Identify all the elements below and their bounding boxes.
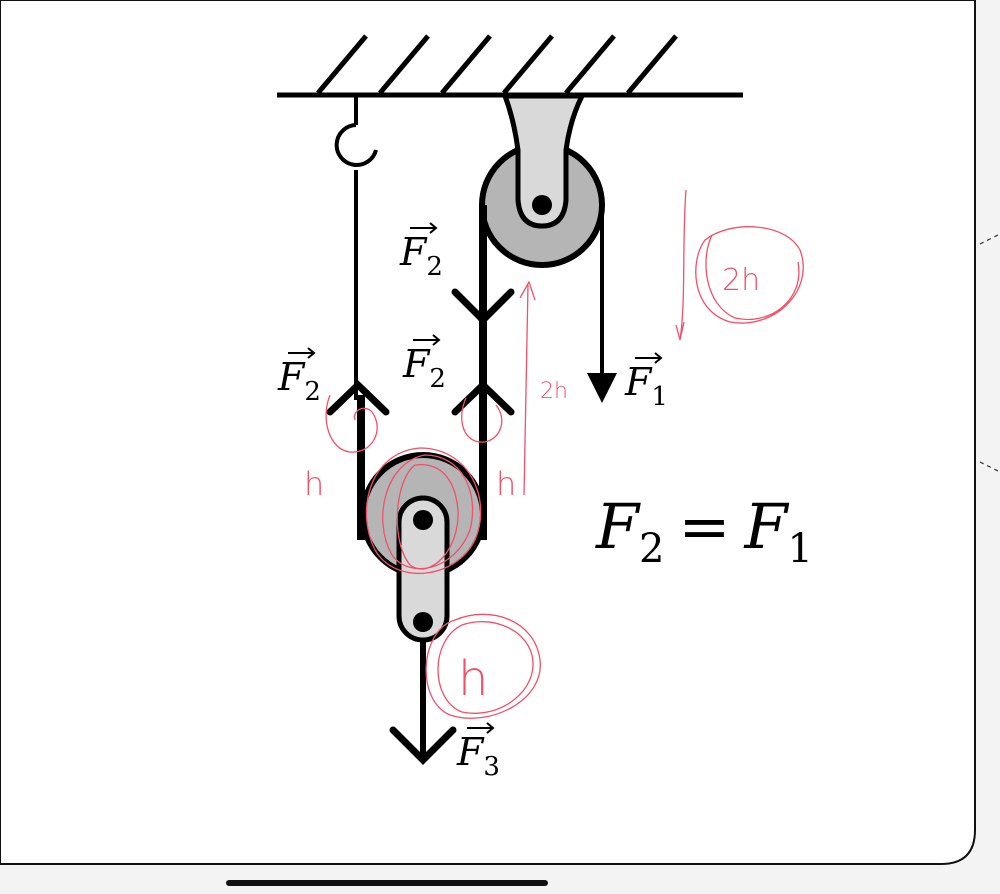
svg-text:h: h: [304, 465, 324, 503]
svg-text:h: h: [458, 651, 488, 707]
svg-text:2h: 2h: [722, 263, 760, 298]
canvas-panel: [0, 0, 976, 865]
edge-dashes: [979, 233, 1000, 473]
svg-text:F2: F2: [402, 342, 446, 394]
equation: F2=F1: [595, 490, 813, 572]
svg-text:F1: F1: [624, 360, 668, 412]
annotations: h h 2h 2h h: [304, 189, 804, 719]
left-up-arrow-icon: [326, 380, 390, 416]
axle-icon: [532, 195, 552, 215]
middle-down-arrow-icon: [451, 288, 515, 325]
f3-arrow-icon: [389, 726, 457, 765]
svg-text:h: h: [496, 465, 516, 503]
label-f3: F3: [456, 722, 500, 782]
svg-text:F3: F3: [456, 730, 500, 782]
svg-text:F2: F2: [277, 355, 321, 407]
svg-text:2h: 2h: [540, 379, 568, 404]
svg-text:F2: F2: [399, 230, 443, 282]
axle-icon: [413, 612, 433, 632]
home-indicator[interactable]: [226, 880, 548, 886]
axle-icon: [413, 510, 433, 530]
f1-arrowhead-icon: [587, 373, 617, 403]
label-f2-top: F2: [399, 222, 443, 282]
label-f1: F1: [624, 352, 668, 412]
label-f2-left: F2: [277, 347, 321, 407]
label-f2-middle: F2: [402, 334, 446, 394]
hook: [334, 95, 378, 167]
